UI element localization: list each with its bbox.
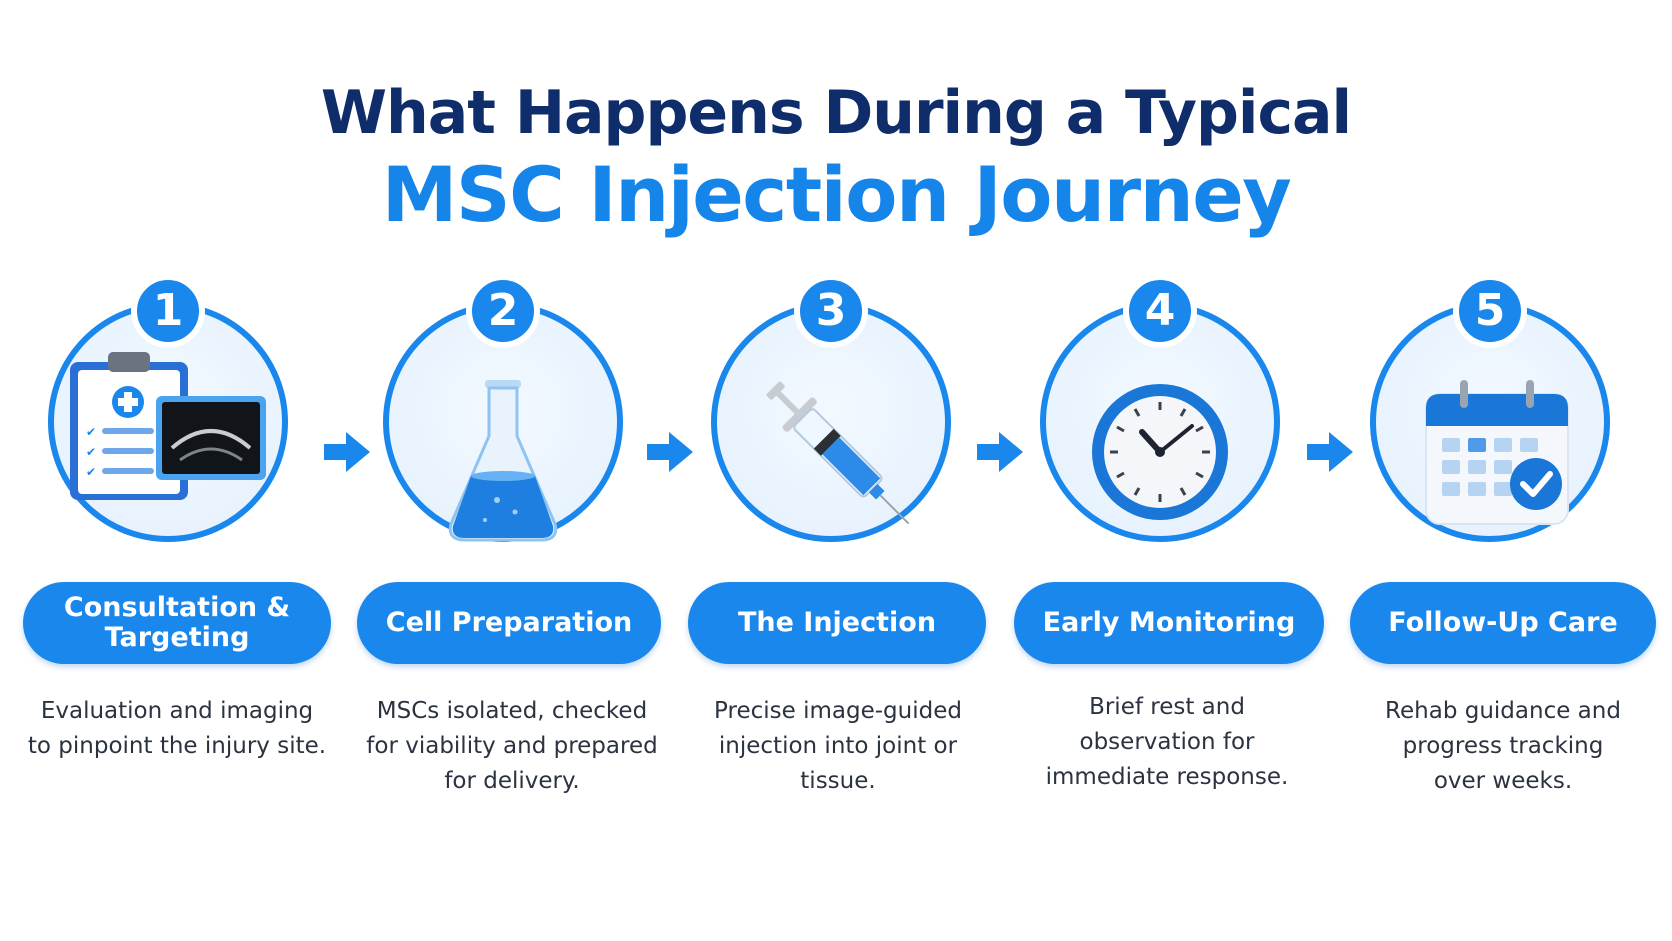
step-4-number-badge: 4	[1123, 274, 1197, 348]
step-5-label-pill: Follow-Up Care	[1350, 582, 1656, 664]
step-1-label-line1: Consultation &	[63, 592, 291, 623]
step-2-desc-line2: for viability and prepared	[366, 733, 658, 759]
step-4-desc-line2: observation for	[1079, 729, 1255, 755]
flask-icon	[448, 380, 558, 542]
syringe-icon	[766, 381, 910, 525]
step-4-label-line1: Early Monitoring	[1042, 607, 1296, 638]
step-1-label-pill: Consultation &Targeting	[23, 582, 331, 664]
step-1-description: Evaluation and imaging to pinpoint the i…	[17, 694, 337, 764]
step-3-description: Precise image-guided injection into join…	[678, 694, 998, 799]
title-line-2: MSC Injection Journey	[381, 150, 1292, 239]
step-1-desc-line1: Evaluation and imaging	[40, 698, 314, 724]
step-1-label-line2: Targeting	[104, 622, 250, 653]
svg-text:✔: ✔	[86, 425, 96, 439]
step-3-label-pill: The Injection	[688, 582, 986, 664]
step-2-description: MSCs isolated, checked for viability and…	[352, 694, 672, 799]
step-2-desc-line3: for delivery.	[444, 768, 580, 794]
step-2-label-pill: Cell Preparation	[357, 582, 661, 664]
svg-text:✔: ✔	[86, 445, 96, 459]
step-1-desc-line2: to pinpoint the injury site.	[27, 733, 327, 759]
step-5-label-line1: Follow-Up Care	[1388, 607, 1618, 638]
arrow-right-icon	[977, 432, 1023, 472]
arrow-right-icon	[324, 432, 370, 472]
step-3-circle	[711, 302, 951, 542]
step-2-desc-line1: MSCs isolated, checked	[376, 698, 648, 724]
svg-text:✔: ✔	[86, 465, 96, 479]
step-4-label-pill: Early Monitoring	[1014, 582, 1324, 664]
step-5-desc-line3: over weeks.	[1433, 768, 1573, 794]
step-3-desc-line3: tissue.	[800, 768, 876, 794]
step-5-description: Rehab guidance and progress tracking ove…	[1343, 694, 1663, 799]
step-4-description: Brief rest and observation for immediate…	[1007, 690, 1327, 795]
arrow-right-icon	[1307, 432, 1353, 472]
title-line-1: What Happens During a Typical	[320, 78, 1352, 148]
step-2-label-line1: Cell Preparation	[385, 607, 633, 638]
step-1-number-badge: 1	[131, 274, 205, 348]
step-5-number-badge: 5	[1453, 274, 1527, 348]
step-5-desc-line2: progress tracking	[1402, 733, 1604, 759]
step-3-number-badge: 3	[794, 274, 868, 348]
step-2-number-badge: 2	[466, 274, 540, 348]
arrow-right-icon	[647, 432, 693, 472]
clipboard-ultrasound-icon: ✔ ✔ ✔	[70, 352, 266, 500]
step-4-desc-line1: Brief rest and	[1089, 694, 1245, 720]
step-3-label-line1: The Injection	[737, 607, 937, 638]
step-5-desc-line1: Rehab guidance and	[1385, 698, 1621, 724]
clock-icon	[1092, 384, 1228, 520]
step-4-desc-line3: immediate response.	[1045, 764, 1289, 790]
step-3-desc-line1: Precise image-guided	[714, 698, 962, 724]
step-3-desc-line2: injection into joint or	[718, 733, 958, 759]
calendar-check-icon	[1425, 380, 1569, 525]
